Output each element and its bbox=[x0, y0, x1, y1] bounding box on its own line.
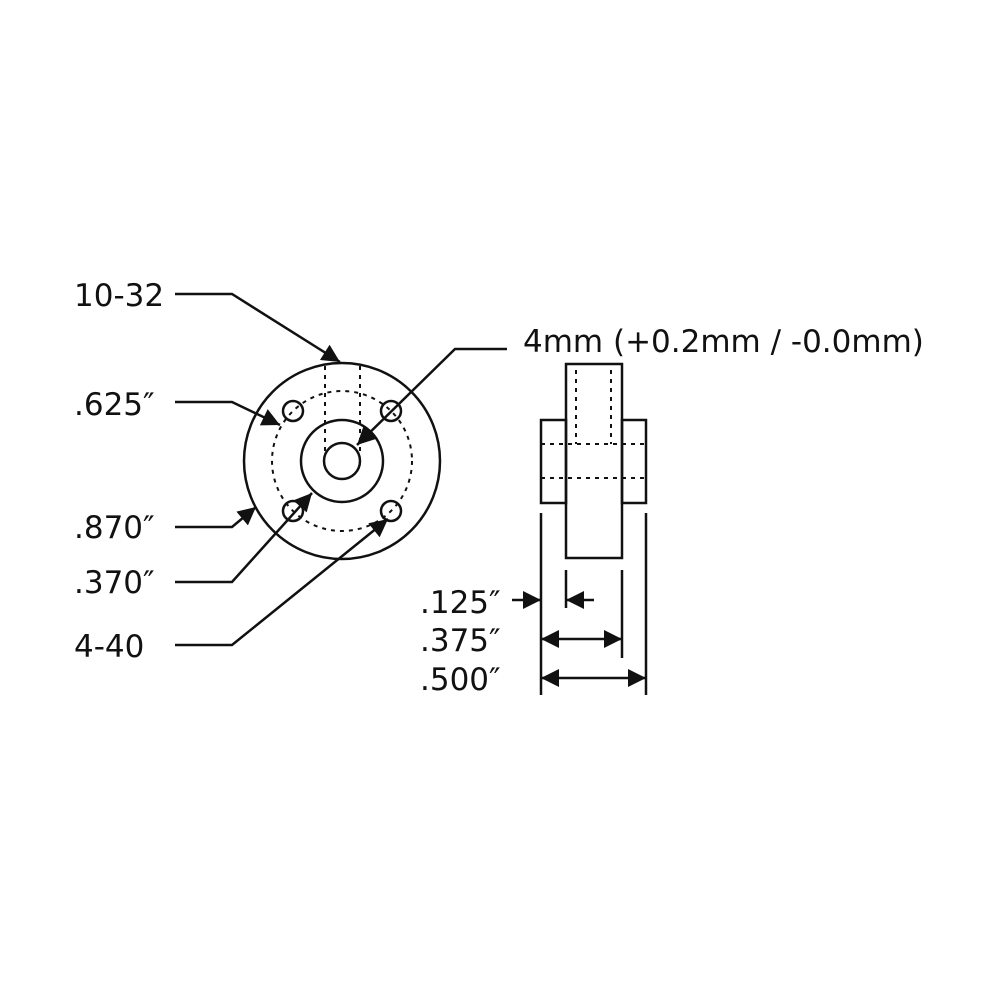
label-370: .370″ bbox=[74, 565, 155, 601]
label-10-32: 10-32 bbox=[74, 278, 164, 314]
side-view bbox=[512, 362, 648, 695]
mount-hole bbox=[379, 399, 403, 423]
leaders bbox=[175, 292, 507, 647]
leader-625 bbox=[175, 400, 281, 427]
bore-circle bbox=[322, 441, 362, 481]
leader-10-32 bbox=[175, 292, 341, 364]
leader-870 bbox=[175, 506, 257, 529]
label-625: .625″ bbox=[74, 387, 155, 423]
label-125: .125″ bbox=[420, 585, 501, 621]
flange-right bbox=[620, 418, 648, 505]
label-870: .870″ bbox=[74, 510, 155, 546]
mount-hole bbox=[379, 499, 403, 523]
label-4-40: 4-40 bbox=[74, 629, 144, 665]
label-500: .500″ bbox=[420, 662, 501, 698]
outer-flange-circle bbox=[242, 361, 442, 561]
label-375: .375″ bbox=[420, 623, 501, 659]
front-view bbox=[242, 361, 442, 561]
hub-body bbox=[564, 362, 624, 560]
leader-bore bbox=[356, 347, 507, 446]
labels: 10-32 .625″ .870″ .370″ 4-40 4mm (+0.2mm… bbox=[74, 278, 924, 698]
bolt-circle bbox=[271, 390, 413, 532]
hub-circle bbox=[299, 418, 385, 504]
leader-4-40 bbox=[175, 518, 389, 647]
mount-hole bbox=[281, 399, 305, 423]
label-bore: 4mm (+0.2mm / -0.0mm) bbox=[523, 324, 924, 360]
leader-370 bbox=[175, 492, 313, 584]
flange-left bbox=[539, 418, 568, 505]
